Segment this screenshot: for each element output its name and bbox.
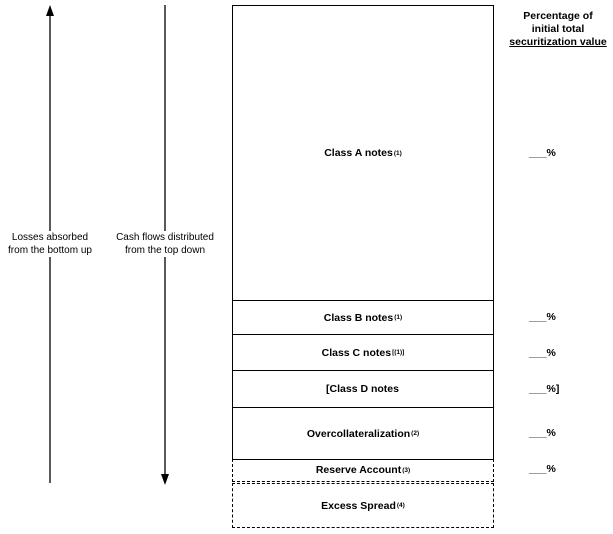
tranche-class-d: [Class D notes xyxy=(232,370,494,408)
pct-class-d: ___%] xyxy=(529,383,560,395)
header-line3: securitization value xyxy=(509,36,607,48)
tranche-class-b-footnote: (1) xyxy=(394,314,403,321)
tranche-class-b: Class B notes(1) xyxy=(232,300,494,335)
header-line2: initial total xyxy=(531,23,585,35)
tranche-reserve-account-label: Reserve Account xyxy=(315,464,402,476)
pct-overcollateralization: ___% xyxy=(529,427,556,439)
tranche-class-a: Class A notes(1) xyxy=(232,5,494,301)
tranche-class-a-footnote: (1) xyxy=(393,149,402,157)
tranche-class-c: Class C notes[(1)] xyxy=(232,334,494,371)
tranche-overcollateralization: Overcollateralization(2) xyxy=(232,407,494,460)
tranche-excess-spread: Excess Spread(4) xyxy=(232,483,494,528)
pct-reserve-account: ___% xyxy=(529,463,556,475)
tranche-reserve-account: Reserve Account(3) xyxy=(232,459,494,482)
cashflows-label: Cash flows distributed from the top down xyxy=(108,231,222,257)
header-line1: Percentage of xyxy=(523,10,593,22)
losses-label-line1: Losses absorbed xyxy=(11,232,89,243)
pct-class-a: ___% xyxy=(529,147,556,159)
losses-label: Losses absorbed from the bottom up xyxy=(0,231,100,257)
percentage-header: Percentage of initial total securitizati… xyxy=(503,10,613,49)
tranche-excess-spread-label: Excess Spread xyxy=(321,499,396,512)
tranche-class-b-label: Class B notes xyxy=(323,311,394,324)
tranche-overcollateralization-label: Overcollateralization xyxy=(306,427,411,440)
tranche-class-a-label: Class A notes xyxy=(324,147,393,159)
pct-class-c: ___% xyxy=(529,347,556,359)
tranche-overcollateralization-footnote: (2) xyxy=(411,430,420,437)
tranche-reserve-account-footnote: (3) xyxy=(402,466,411,474)
tranche-class-c-footnote: [(1)] xyxy=(392,349,405,356)
tranche-class-d-label: [Class D notes xyxy=(326,383,399,395)
cashflows-label-line1: Cash flows distributed xyxy=(116,232,214,243)
losses-label-line2: from the bottom up xyxy=(8,245,92,256)
tranche-excess-spread-footnote: (4) xyxy=(396,502,405,509)
cashflows-label-line2: from the top down xyxy=(124,245,206,256)
tranche-class-c-label: Class C notes xyxy=(321,346,392,359)
pct-class-b: ___% xyxy=(529,311,556,323)
